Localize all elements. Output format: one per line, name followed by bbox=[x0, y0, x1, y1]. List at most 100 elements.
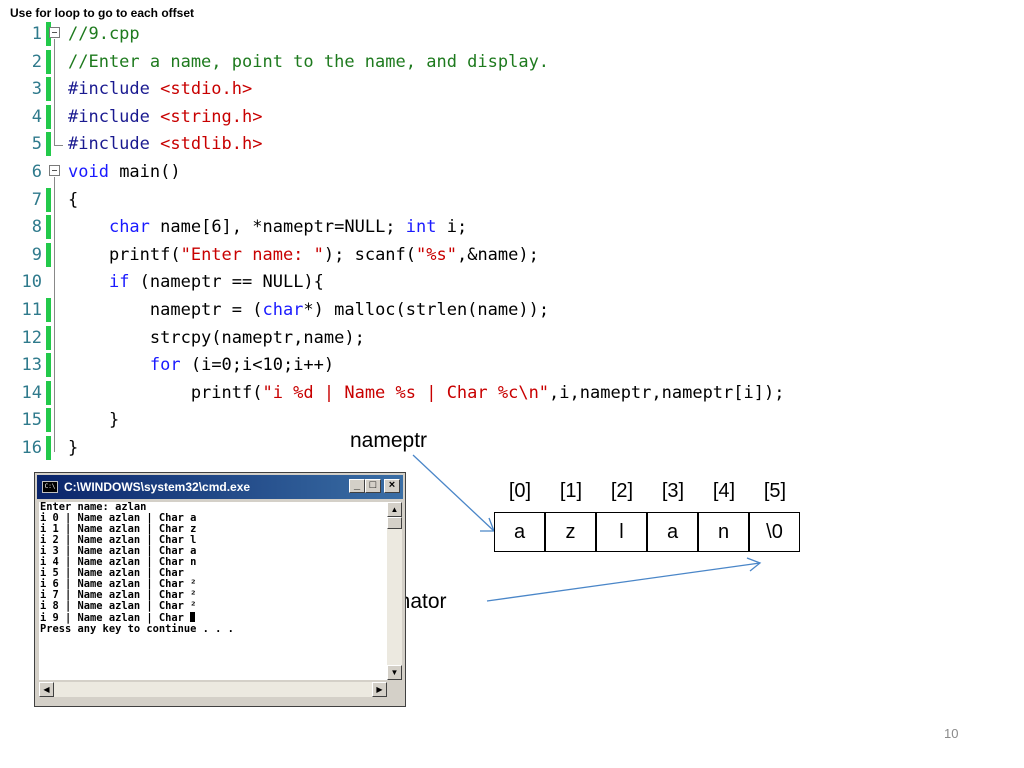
fold-guide bbox=[54, 406, 55, 434]
slide-heading: Use for loop to go to each offset bbox=[10, 6, 195, 20]
fold-guide bbox=[54, 39, 55, 48]
fold-guide bbox=[54, 378, 55, 407]
change-marker bbox=[46, 132, 51, 157]
code-text[interactable]: printf("Enter name: "); scanf("%s",&name… bbox=[68, 244, 539, 265]
fold-guide bbox=[54, 434, 55, 452]
scroll-right-icon[interactable]: ▶ bbox=[372, 682, 387, 697]
code-text[interactable]: nameptr = (char*) malloc(strlen(name)); bbox=[68, 300, 550, 320]
vertical-scrollbar[interactable]: ▲ ▼ bbox=[387, 502, 402, 680]
code-line: 13 for (i=0;i<10;i++) bbox=[0, 351, 1000, 379]
code-text[interactable]: if (nameptr == NULL){ bbox=[108, 272, 324, 293]
code-line: 7{ bbox=[0, 185, 1000, 214]
code-line: 9 printf("Enter name: "); scanf("%s",&na… bbox=[0, 240, 1000, 269]
code-line: 16} bbox=[0, 434, 1000, 462]
line-number: 8 bbox=[31, 217, 42, 238]
console-line-text: i 4 | Name azlan | Char n bbox=[40, 556, 197, 568]
fold-guide bbox=[54, 323, 55, 352]
line-number: 4 bbox=[31, 106, 42, 127]
line-number: 6 bbox=[31, 162, 42, 182]
code-editor: 1 //9.cpp 2 //Enter a name, point to the na… bbox=[0, 20, 1000, 466]
page-number: 10 bbox=[944, 726, 959, 741]
console-line: i 9 | Name azlan | Char bbox=[39, 612, 387, 624]
code-line: 8 char name[6], *nameptr=NULL; int i; bbox=[0, 213, 1000, 241]
fold-guide bbox=[54, 177, 55, 186]
code-line: 10 if (nameptr == NULL){ bbox=[0, 268, 1000, 296]
scroll-down-icon[interactable]: ▼ bbox=[387, 665, 402, 680]
minimize-button[interactable]: _ bbox=[349, 479, 365, 493]
line-number: 13 bbox=[21, 355, 42, 376]
code-text[interactable]: strcpy(nameptr,name); bbox=[68, 327, 365, 348]
change-marker bbox=[46, 22, 51, 46]
console-line-text: Enter name: azlan bbox=[40, 502, 147, 513]
cmd-titlebar[interactable]: C:\ C:\WINDOWS\system32\cmd.exe _ □ × bbox=[37, 475, 403, 499]
change-marker bbox=[46, 104, 51, 129]
code-text[interactable]: #include <string.h> bbox=[68, 106, 263, 127]
code-text[interactable]: } bbox=[68, 410, 120, 431]
change-marker bbox=[46, 298, 51, 322]
console-line-text: i 6 | Name azlan | Char ² bbox=[40, 578, 197, 590]
code-line: 4 #include <string.h> bbox=[0, 102, 1000, 131]
scroll-left-icon[interactable]: ◀ bbox=[39, 682, 54, 697]
console-line-text: Press any key to continue . . . bbox=[40, 623, 234, 635]
line-number: 10 bbox=[21, 272, 42, 293]
line-number: 2 bbox=[31, 51, 42, 72]
console-line: i 2 | Name azlan | Char l bbox=[39, 535, 387, 546]
cmd-app-icon[interactable]: C:\ bbox=[42, 481, 58, 493]
fold-end-guide bbox=[54, 130, 63, 147]
line-number: 1 bbox=[31, 24, 42, 44]
line-number: 7 bbox=[31, 189, 42, 210]
change-marker bbox=[46, 436, 51, 460]
close-button[interactable]: × bbox=[384, 479, 400, 493]
fold-minus-icon[interactable] bbox=[49, 27, 60, 38]
fold-guide bbox=[54, 240, 55, 269]
console-line-text: i 7 | Name azlan | Char ² bbox=[40, 589, 197, 601]
array-index-label: [3] bbox=[661, 480, 685, 502]
console-cursor bbox=[190, 612, 196, 622]
cmd-window[interactable]: C:\ C:\WINDOWS\system32\cmd.exe _ □ × En… bbox=[34, 472, 406, 707]
fold-guide bbox=[54, 213, 55, 241]
line-number: 5 bbox=[31, 134, 42, 155]
code-text[interactable]: //Enter a name, point to the name, and d… bbox=[68, 51, 550, 72]
console-line: i 4 | Name azlan | Char n bbox=[39, 557, 387, 568]
console-line-text: i 5 | Name azlan | Char bbox=[40, 567, 184, 579]
maximize-button[interactable]: □ bbox=[365, 479, 381, 493]
console-line-text: i 8 | Name azlan | Char ² bbox=[40, 600, 197, 612]
array-index-label: [2] bbox=[610, 480, 634, 502]
line-number: 3 bbox=[31, 79, 42, 100]
code-text[interactable]: char name[6], *nameptr=NULL; int i; bbox=[108, 217, 468, 238]
code-text[interactable]: } bbox=[68, 438, 79, 458]
code-line: 12 strcpy(nameptr,name); bbox=[0, 323, 1000, 352]
resize-grip-icon[interactable] bbox=[387, 682, 402, 697]
code-text[interactable]: void main() bbox=[68, 162, 181, 182]
console-line-text: i 9 | Name azlan | Char bbox=[40, 612, 191, 624]
line-number: 9 bbox=[31, 244, 42, 265]
code-line: 2 //Enter a name, point to the name, and … bbox=[0, 47, 1000, 76]
code-text[interactable]: #include <stdio.h> bbox=[68, 79, 253, 100]
array-cell: a bbox=[647, 512, 698, 552]
scroll-up-icon[interactable]: ▲ bbox=[387, 502, 402, 517]
change-marker bbox=[46, 353, 51, 378]
fold-guide bbox=[54, 102, 55, 131]
code-line: 3 #include <stdio.h> bbox=[0, 75, 1000, 103]
console-line: i 0 | Name azlan | Char a bbox=[39, 513, 387, 524]
code-text[interactable]: printf("i %d | Name %s | Char %c\n",i,na… bbox=[68, 382, 785, 403]
fold-guide bbox=[54, 296, 55, 324]
array-cell: a bbox=[494, 512, 545, 552]
vertical-scroll-thumb[interactable] bbox=[387, 517, 402, 529]
fold-guide bbox=[54, 75, 55, 103]
code-text[interactable]: for (i=0;i<10;i++) bbox=[149, 355, 335, 376]
fold-minus-icon[interactable] bbox=[49, 165, 60, 176]
console-line-text: i 0 | Name azlan | Char a bbox=[40, 512, 197, 524]
change-marker bbox=[46, 215, 51, 240]
code-text[interactable]: { bbox=[68, 189, 79, 210]
line-number: 11 bbox=[21, 300, 42, 320]
array-cell: \0 bbox=[749, 512, 800, 552]
code-text[interactable]: //9.cpp bbox=[68, 24, 140, 44]
code-text[interactable]: #include <stdlib.h> bbox=[68, 134, 263, 155]
null-terminator-arrowhead-right bbox=[746, 557, 762, 572]
console-line: Press any key to continue . . . bbox=[39, 624, 387, 635]
horizontal-scrollbar[interactable]: ◀ ▶ bbox=[39, 682, 387, 697]
line-number: 16 bbox=[21, 438, 42, 458]
nameptr-label: nameptr bbox=[350, 429, 428, 452]
